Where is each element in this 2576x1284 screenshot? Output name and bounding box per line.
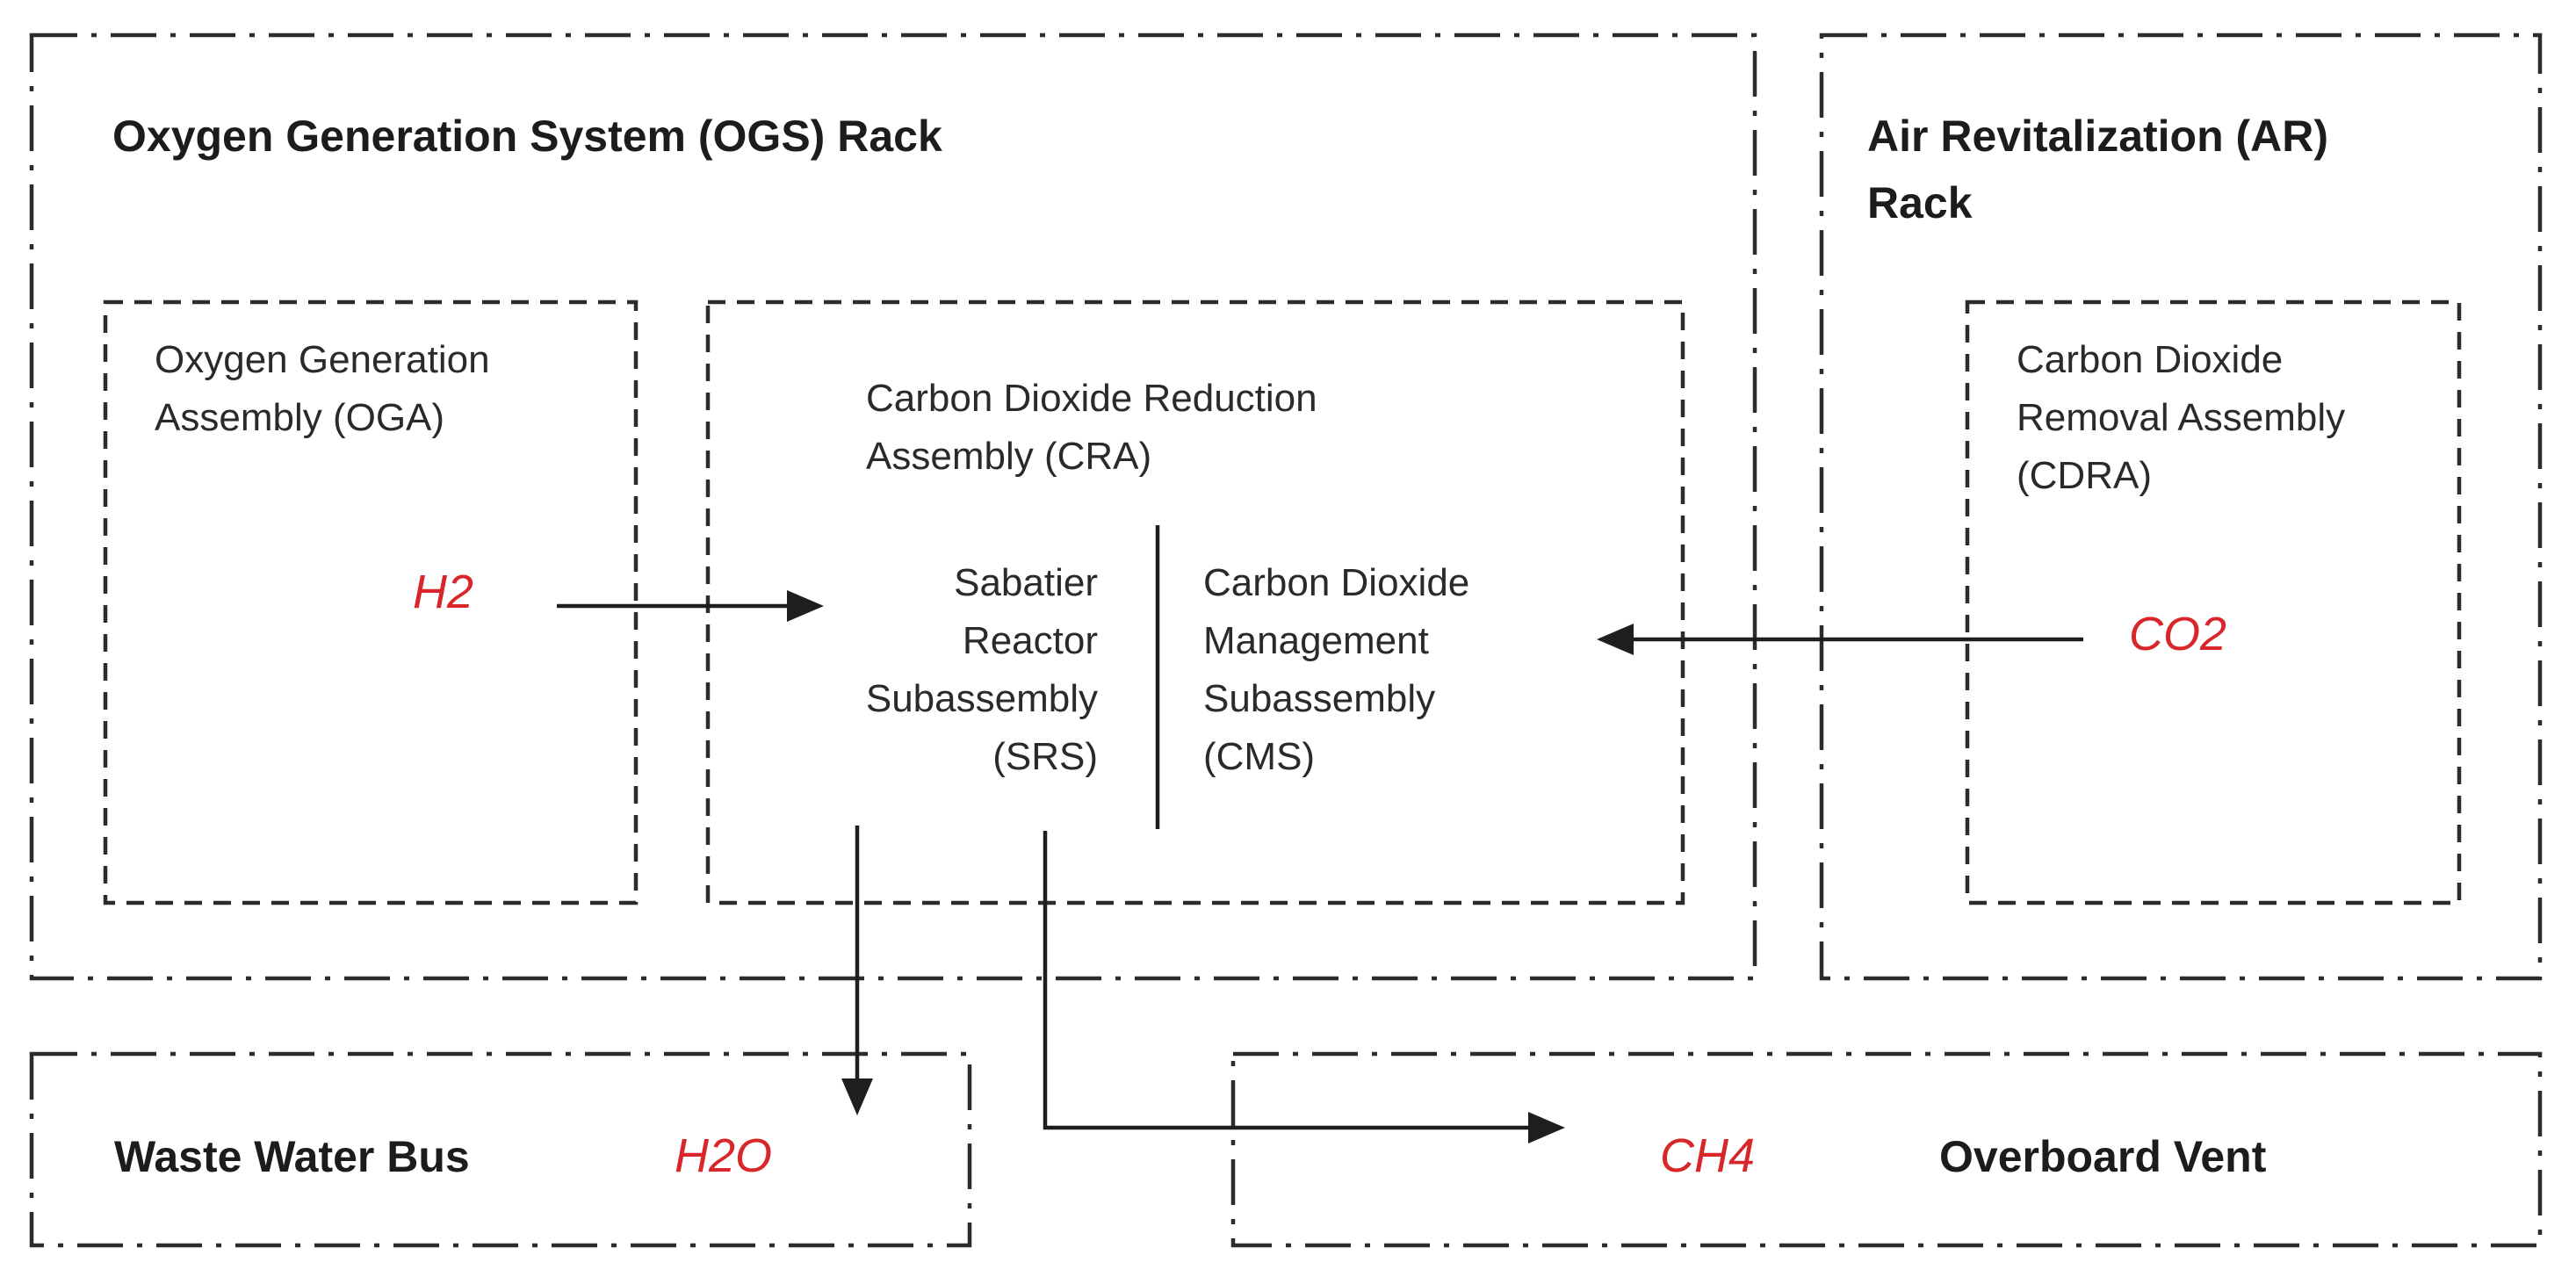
ogs-rack: Oxygen Generation System (OGS) Rack: [29, 32, 1757, 981]
h2-arrowhead: [787, 590, 824, 622]
waste-water-bus: Waste Water Bus: [29, 1051, 972, 1248]
cdra-assembly: Carbon Dioxide Removal Assembly (CDRA): [1965, 299, 2462, 905]
cms-label-line1: Carbon Dioxide: [1203, 561, 1469, 604]
oga-label-line1: Oxygen Generation: [155, 338, 490, 381]
co2-flow-arrow: [1597, 624, 2083, 655]
srs-subassembly: Sabatier Reactor Subassembly (SRS): [866, 561, 1098, 778]
waste-water-bus-label: Waste Water Bus: [114, 1132, 470, 1181]
co2-gas-label: CO2: [2129, 608, 2226, 660]
oga-label-line2: Assembly (OGA): [155, 396, 444, 439]
cms-label-line2: Management: [1203, 619, 1429, 662]
overboard-vent: Overboard Vent: [1230, 1051, 2543, 1248]
oga-assembly: Oxygen Generation Assembly (OGA): [103, 299, 639, 905]
srs-label-line2: Reactor: [963, 619, 1098, 662]
ogs-rack-border: [29, 32, 1757, 981]
ar-rack-title-line2: Rack: [1867, 178, 1973, 227]
cms-label-line3: Subassembly: [1203, 677, 1435, 720]
ogs-rack-title: Oxygen Generation System (OGS) Rack: [112, 112, 942, 161]
ch4-arrow-shaft: [1043, 831, 1528, 1130]
h2o-flow-arrow: [841, 826, 873, 1115]
cra-label-line1: Carbon Dioxide Reduction: [866, 377, 1317, 420]
h2o-arrowhead: [841, 1078, 873, 1115]
cra-border: [705, 299, 1685, 905]
srs-label-line3: Subassembly: [866, 677, 1098, 720]
ch4-flow-arrow: [1043, 831, 1565, 1143]
ar-rack-border: [1819, 32, 2543, 981]
cdra-label-line1: Carbon Dioxide: [2017, 338, 2283, 381]
h2-flow-arrow: [557, 590, 824, 622]
ch4-arrowhead: [1528, 1112, 1565, 1143]
srs-label-line4: (SRS): [992, 735, 1098, 778]
cdra-border: [1965, 299, 2462, 905]
h2o-gas-label: H2O: [675, 1129, 772, 1182]
ar-rack: Air Revitalization (AR) Rack: [1819, 32, 2543, 981]
cms-subassembly: Carbon Dioxide Management Subassembly (C…: [1203, 561, 1469, 778]
cdra-label-line3: (CDRA): [2017, 454, 2152, 497]
overboard-vent-label: Overboard Vent: [1939, 1132, 2267, 1181]
cdra-label-line2: Removal Assembly: [2017, 396, 2345, 439]
ar-rack-title-line1: Air Revitalization (AR): [1867, 112, 2328, 161]
ch4-gas-label: CH4: [1660, 1129, 1755, 1182]
co2-arrowhead: [1597, 624, 1634, 655]
srs-label-line1: Sabatier: [954, 561, 1098, 604]
waste-water-bus-border: [29, 1051, 972, 1248]
cra-label-line2: Assembly (CRA): [866, 435, 1151, 478]
cra-assembly: Carbon Dioxide Reduction Assembly (CRA) …: [705, 299, 1685, 905]
cms-label-line4: (CMS): [1203, 735, 1315, 778]
h2-gas-label: H2: [413, 566, 473, 618]
oga-border: [103, 299, 639, 905]
overboard-vent-border: [1230, 1051, 2543, 1248]
